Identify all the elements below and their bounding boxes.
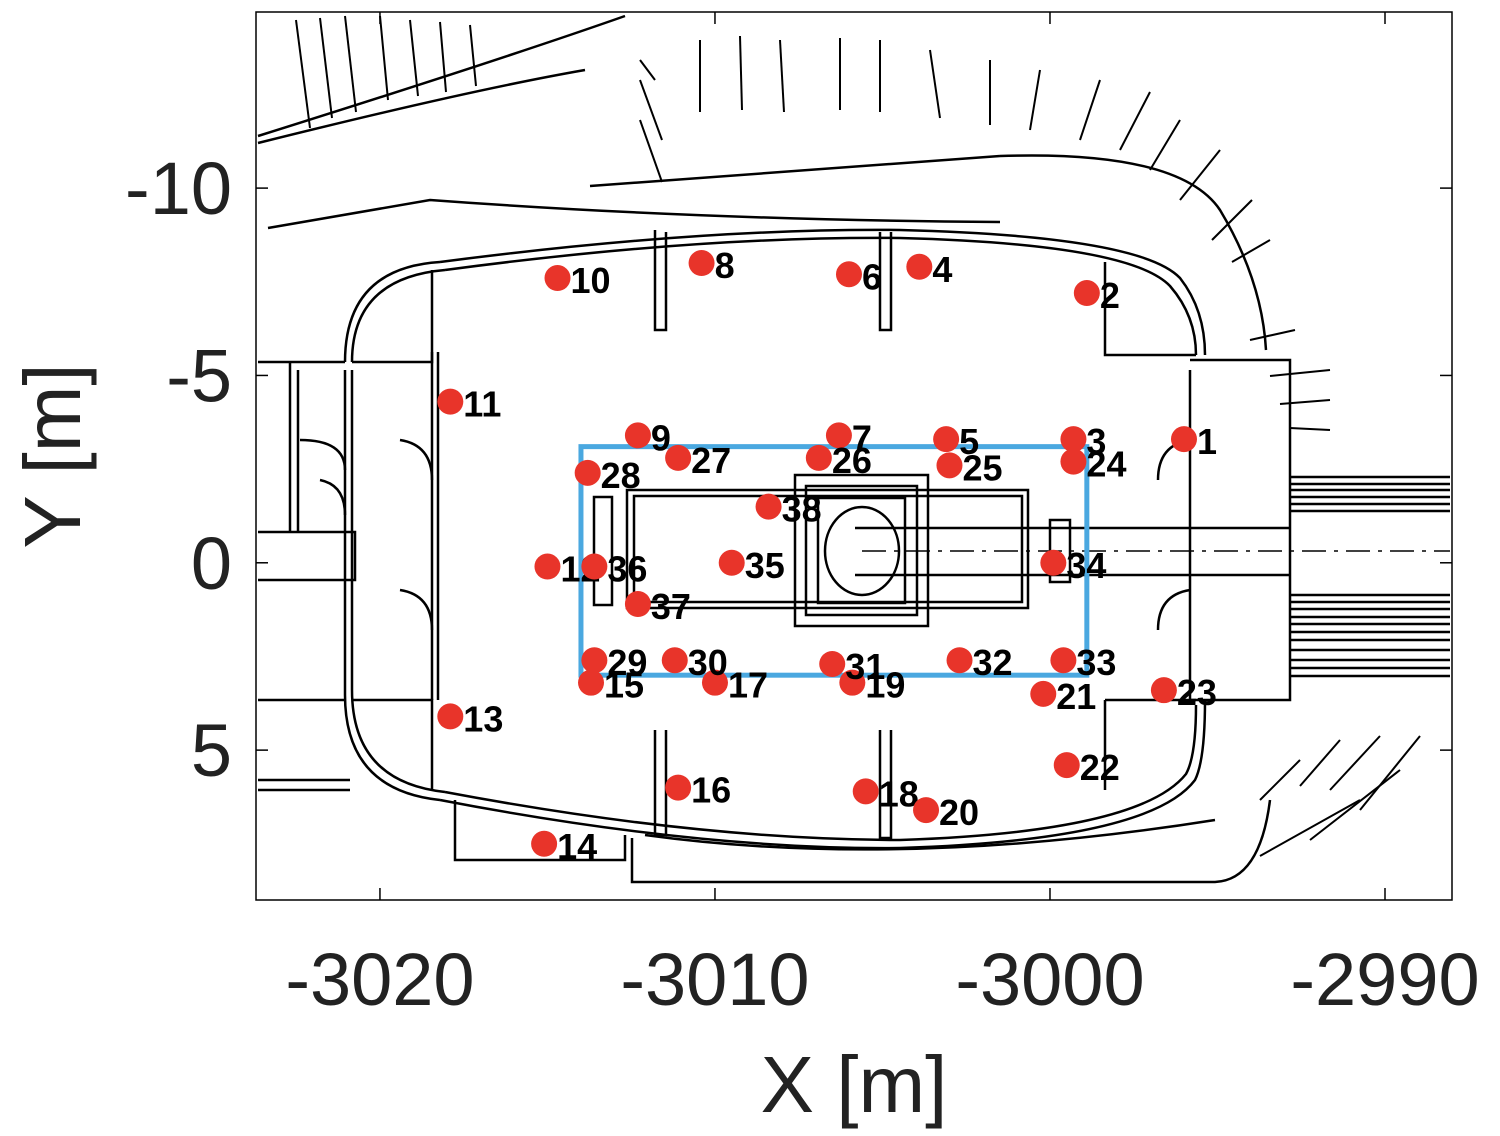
y-tick-label: 0 xyxy=(191,522,232,605)
measurement-point-33 xyxy=(1050,647,1077,674)
measurement-point-18 xyxy=(852,778,879,805)
measurement-point-11 xyxy=(437,388,464,415)
axes-frame xyxy=(255,11,1453,901)
axis-ticks xyxy=(256,12,1452,900)
point-label-6: 6 xyxy=(862,256,882,297)
point-label-14: 14 xyxy=(557,826,597,867)
x-tick-label: -3000 xyxy=(955,938,1144,1021)
measurement-point-10 xyxy=(544,265,571,292)
point-label-3: 3 xyxy=(1086,421,1106,462)
measurement-point-8 xyxy=(688,250,715,277)
point-label-26: 26 xyxy=(832,440,872,481)
measurement-point-29 xyxy=(581,647,608,674)
point-label-16: 16 xyxy=(691,770,731,811)
measurement-points: 1234567891011121314151617181920212223242… xyxy=(437,245,1217,867)
point-label-30: 30 xyxy=(688,642,728,683)
measurement-point-30 xyxy=(661,647,688,674)
axis-tick-labels: -3020 -3010 -3000 -2990 -10 -5 0 5 xyxy=(125,147,1480,1021)
point-label-36: 36 xyxy=(607,549,647,590)
measurement-point-35 xyxy=(718,549,745,576)
measurement-point-36 xyxy=(581,553,608,580)
point-label-25: 25 xyxy=(962,447,1002,488)
point-label-37: 37 xyxy=(651,586,691,627)
point-label-9: 9 xyxy=(651,417,671,458)
point-label-28: 28 xyxy=(601,455,641,496)
point-label-38: 38 xyxy=(782,489,822,530)
point-label-10: 10 xyxy=(571,260,611,301)
measurement-point-27 xyxy=(665,444,692,471)
measurement-point-19 xyxy=(839,669,866,696)
measurement-point-3 xyxy=(1060,426,1087,453)
measurement-point-17 xyxy=(701,669,728,696)
point-label-20: 20 xyxy=(939,792,979,833)
point-label-4: 4 xyxy=(932,249,952,290)
measurement-point-6 xyxy=(835,261,862,288)
measurement-point-21 xyxy=(1030,680,1057,707)
measurement-point-38 xyxy=(755,493,782,520)
x-tick-label: -3010 xyxy=(620,938,809,1021)
point-label-18: 18 xyxy=(879,773,919,814)
measurement-point-1 xyxy=(1170,426,1197,453)
measurement-point-5 xyxy=(933,426,960,453)
point-label-24: 24 xyxy=(1086,444,1126,485)
point-label-33: 33 xyxy=(1076,642,1116,683)
measurement-point-15 xyxy=(578,669,605,696)
floor-plan-drawing xyxy=(257,14,1450,884)
measurement-point-16 xyxy=(665,774,692,801)
measurement-point-2 xyxy=(1073,280,1100,307)
measurement-point-20 xyxy=(913,797,940,824)
x-tick-label: -2990 xyxy=(1290,938,1479,1021)
y-tick-label: -10 xyxy=(125,147,232,230)
point-label-32: 32 xyxy=(973,642,1013,683)
measurement-point-12 xyxy=(534,553,561,580)
point-label-15: 15 xyxy=(604,665,644,706)
measurement-point-22 xyxy=(1053,752,1080,779)
measurement-point-7 xyxy=(825,422,852,449)
measurement-point-4 xyxy=(906,253,933,280)
x-tick-label: -3020 xyxy=(285,938,474,1021)
x-axis-label: X [m] xyxy=(761,1040,948,1129)
measurement-point-31 xyxy=(819,650,846,677)
measurement-point-24 xyxy=(1060,448,1087,475)
point-label-11: 11 xyxy=(463,384,501,425)
point-label-2: 2 xyxy=(1100,275,1120,316)
measurement-point-34 xyxy=(1040,549,1067,576)
highlight-box xyxy=(578,444,1090,678)
point-label-29: 29 xyxy=(607,642,647,683)
measurement-point-23 xyxy=(1150,677,1177,704)
y-tick-label: -5 xyxy=(166,334,232,417)
point-label-23: 23 xyxy=(1177,672,1217,713)
point-label-1: 1 xyxy=(1197,421,1217,462)
point-label-19: 19 xyxy=(865,665,905,706)
measurement-point-28 xyxy=(574,459,601,486)
point-label-7: 7 xyxy=(852,417,872,458)
point-label-27: 27 xyxy=(691,440,731,481)
point-label-13: 13 xyxy=(463,698,503,739)
measurement-point-32 xyxy=(946,647,973,674)
measurement-point-37 xyxy=(624,591,651,617)
measurement-point-13 xyxy=(437,703,464,730)
point-label-35: 35 xyxy=(745,545,785,586)
measurement-point-25 xyxy=(936,452,963,479)
point-label-17: 17 xyxy=(728,665,768,706)
point-label-8: 8 xyxy=(715,245,735,286)
measurement-point-14 xyxy=(531,830,558,857)
point-label-31: 31 xyxy=(845,646,885,687)
point-label-5: 5 xyxy=(959,421,979,462)
point-label-21: 21 xyxy=(1056,676,1096,717)
point-label-22: 22 xyxy=(1080,747,1120,788)
y-tick-label: 5 xyxy=(191,709,232,792)
measurement-point-26 xyxy=(805,444,832,471)
measurement-point-9 xyxy=(624,422,651,449)
point-label-34: 34 xyxy=(1066,545,1106,586)
y-axis-label: Y [m] xyxy=(8,363,97,548)
